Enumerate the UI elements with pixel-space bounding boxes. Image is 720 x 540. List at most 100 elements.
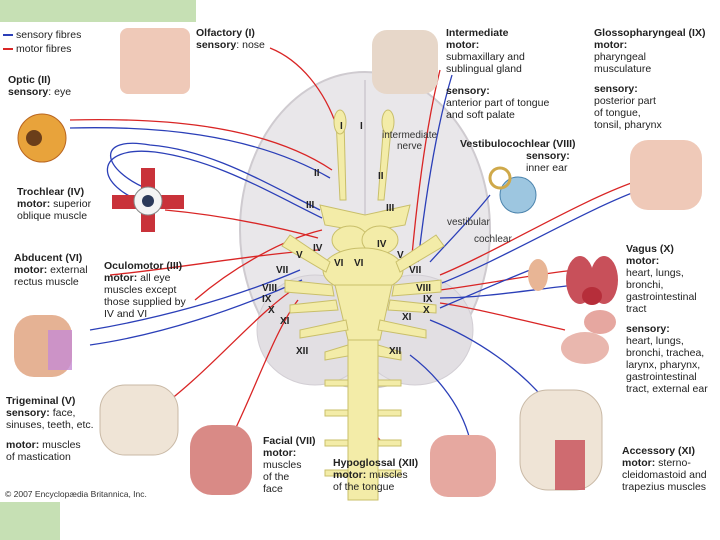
spinal-root-1 [324, 379, 349, 387]
vagus-line9: larynx, pharynx, [626, 359, 701, 371]
vagus-line8: bronchi, trachea, [626, 347, 705, 359]
glossopharyngeal-root-right [387, 299, 437, 314]
label-accessory: Accessory (XI) motor: sterno- cleidomast… [622, 445, 707, 493]
glossopharyngeal-sensory: sensory: [594, 83, 638, 95]
intermediate-line6: and soft palate [446, 109, 515, 121]
oculomotor-motor: motor: [104, 272, 138, 284]
vagus-fibre-blue [439, 284, 576, 299]
heart [582, 287, 602, 305]
oculomotor-fibre [194, 229, 323, 301]
label-hypoglossal: Hypoglossal (XII) motor: muscles of the … [333, 457, 418, 493]
abducent-motor: motor: [14, 264, 48, 276]
accessory-line3: trapezius muscles [622, 481, 707, 493]
vestibulocochlear-sensory: sensory: [526, 150, 570, 162]
vagus-sensory: sensory: [626, 323, 670, 335]
hypoglossal-title: Hypoglossal (XII) [333, 457, 419, 469]
facial-muscles-illustration [190, 425, 252, 495]
glossopharyngeal-line7: tonsil, pharynx [594, 119, 662, 131]
vagus-fibre-blue-2 [439, 269, 531, 309]
cochlear-label: cochlear [474, 234, 512, 245]
spinal-root-3 [324, 409, 349, 417]
label-intermediate: Intermediate motor: submaxillary and sub… [446, 27, 549, 121]
label-optic: Optic (II) sensory: eye [8, 74, 71, 98]
trigeminal-fibre-2 [89, 279, 303, 346]
numeral-I-left: I [340, 121, 343, 132]
olfactory-bulb-right [381, 109, 395, 135]
vestibular-label: vestibular [447, 217, 490, 228]
facial-line4: face [263, 483, 283, 495]
abducent-motor-target: external [47, 264, 88, 276]
inner-ear-ring [488, 166, 512, 190]
glossopharyngeal-line6: of tongue, [594, 107, 641, 119]
label-trochlear: Trochlear (IV) motor: superior oblique m… [17, 186, 91, 222]
accessory-title: Accessory (XI) [622, 445, 695, 457]
legend-motor-label: motor fibres [16, 43, 72, 55]
hypoglossal-root-left [324, 344, 349, 361]
vagus-line7: heart, lungs, [626, 335, 684, 347]
illustrations [14, 28, 702, 497]
olfactory-sensory: sensory [196, 39, 237, 51]
label-abducent: Abducent (VI) motor: external rectus mus… [14, 252, 88, 288]
trigeminal-root-left [281, 234, 331, 273]
vagus-title: Vagus (X) [626, 243, 674, 255]
intermediate-fibre-blue [417, 74, 453, 263]
facial-line2: muscles [263, 459, 302, 471]
tongue-illustration [430, 435, 496, 497]
trochlear-fibre [164, 209, 319, 239]
hypoglossal-fibre-2 [409, 354, 471, 441]
glossopharyngeal-title: Glossopharyngeal (IX) [594, 27, 706, 39]
glossopharyngeal-line3: musculature [594, 63, 652, 75]
numeral-XI-left: XI [280, 316, 290, 327]
olfactory-fibre [269, 47, 339, 131]
label-glossopharyngeal: Glossopharyngeal (IX) motor: pharyngeal … [594, 27, 705, 131]
olfactory-title: Olfactory (I) [196, 27, 255, 39]
spinal-root-5 [324, 439, 349, 447]
trigeminal-fibre-1 [89, 269, 301, 331]
olfactory-bulb-left [333, 109, 347, 135]
trochlear-line2: oblique muscle [17, 210, 88, 222]
numeral-VII-left: VII [276, 265, 289, 276]
intermediate-nerve-label: intermediate nerve [382, 130, 437, 152]
spinal-root-4 [377, 409, 402, 417]
trigeminal-line2: sinuses, teeth, etc. [6, 419, 94, 431]
numeral-X-right: X [423, 305, 430, 316]
intermediate-nerve-line1: intermediate [382, 130, 438, 141]
stomach [584, 310, 616, 334]
copyright-notice: © 2007 Encyclopædia Britannica, Inc. [5, 489, 147, 499]
glossopharyngeal-motor: motor: [594, 39, 628, 51]
label-oculomotor: Oculomotor (III) motor: all eye muscles … [104, 260, 186, 320]
vestibular-fibre [429, 194, 491, 263]
trigeminal-motor-target: muscles [39, 439, 81, 451]
label-vagus: Vagus (X) motor: heart, lungs, bronchi, … [626, 243, 708, 395]
accessory-root-left [299, 319, 349, 339]
vestibulocochlear-root-right [391, 279, 442, 297]
trigeminal-fibre-3 [169, 284, 301, 401]
throat-illustration [630, 140, 702, 210]
glossopharyngeal-fibre-red [439, 179, 641, 276]
numeral-VII-right: VII [409, 265, 422, 276]
numeral-XI-right: XI [402, 312, 412, 323]
oculomotor-line4: IV and VI [104, 308, 148, 320]
optic-title: Optic (II) [8, 74, 51, 86]
optic-fibre [69, 118, 333, 171]
numeral-III-right: III [386, 203, 395, 214]
trochlear-motor-target: superior [50, 198, 92, 210]
glossopharyngeal-line5: posterior part [594, 95, 656, 107]
numeral-IV-right: IV [377, 239, 387, 250]
submaxillary-illustration [372, 30, 438, 94]
intermediate-title: Intermediate [446, 27, 509, 39]
optic-fibre-2 [69, 127, 331, 179]
oculomotor-motor-target: all eye [137, 272, 171, 284]
olfactory-sensory-target: : nose [236, 39, 265, 51]
intermediate-line3: sublingual gland [446, 63, 522, 75]
hypoglossal-root-right [377, 344, 402, 361]
numeral-VIII-right: VIII [416, 283, 432, 294]
vagus-motor: motor: [626, 255, 660, 267]
glossopharyngeal-root-left [289, 299, 339, 314]
spinal-root-2 [377, 379, 402, 387]
numeral-XII-left: XII [296, 346, 309, 357]
eye-illustration-iris [26, 130, 42, 146]
intermediate-motor: motor: [446, 39, 480, 51]
label-trigeminal: Trigeminal (V) sensory: face, sinuses, t… [6, 395, 94, 463]
accessory-fibre [429, 319, 546, 401]
